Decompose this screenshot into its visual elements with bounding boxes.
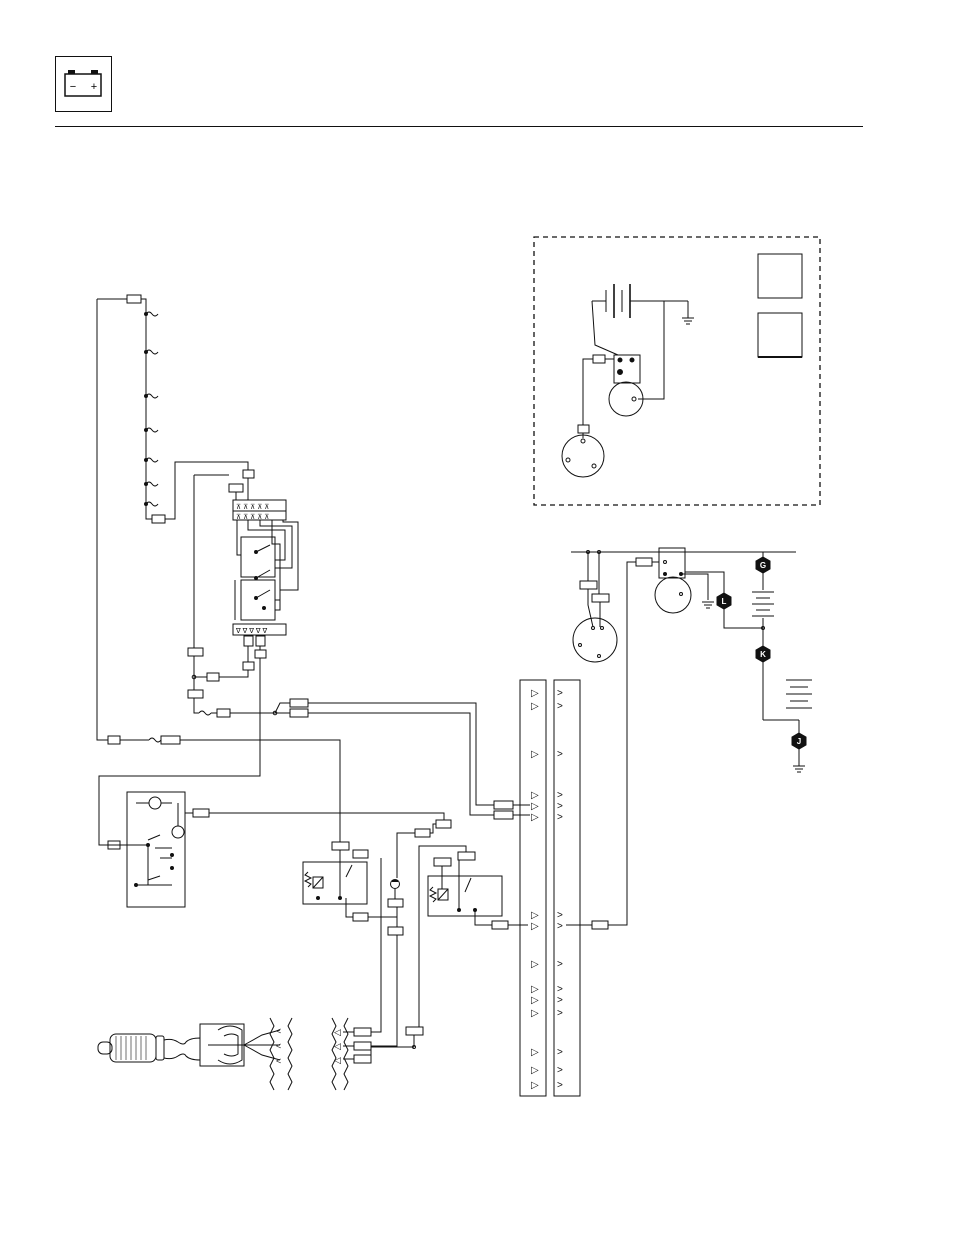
ground-icon bbox=[682, 318, 694, 324]
svg-text:⊼ ⊼ ⊼ ⊼ ⊼: ⊼ ⊼ ⊼ ⊼ ⊼ bbox=[236, 503, 269, 511]
svg-text:▷: ▷ bbox=[531, 812, 539, 823]
svg-text:▷: ▷ bbox=[531, 701, 539, 712]
connector-g-label: G bbox=[760, 561, 766, 570]
svg-text:◁: ◁ bbox=[334, 1055, 341, 1065]
ground-icon bbox=[793, 766, 805, 772]
svg-text:▷: ▷ bbox=[531, 984, 539, 995]
joystick-handle: < < < ◁ ◁ ◁ bbox=[98, 1018, 371, 1090]
svg-text:▷: ▷ bbox=[531, 995, 539, 1006]
connector-k-label: K bbox=[760, 650, 766, 659]
ignition-switch: ⊼ ⊼ ⊼ ⊼ ⊼ ⊼ ⊼ ⊼ ⊼ ⊼ ∇ ∇ ∇ ∇ ∇ bbox=[99, 475, 298, 845]
fuse-panel bbox=[97, 295, 254, 740]
svg-text:▷: ▷ bbox=[531, 790, 539, 801]
starting-system-inset bbox=[534, 237, 820, 505]
svg-text:◁: ◁ bbox=[334, 1027, 341, 1037]
relay-2 bbox=[371, 846, 528, 1059]
svg-text:▷: ▷ bbox=[531, 1008, 539, 1019]
relay-1 bbox=[303, 842, 397, 1032]
svg-text:▷: ▷ bbox=[531, 1065, 539, 1076]
svg-text:▷: ▷ bbox=[531, 1047, 539, 1058]
inset-battery-symbol bbox=[592, 284, 688, 318]
alternator bbox=[562, 435, 604, 477]
connector-j-label: J bbox=[797, 737, 801, 746]
svg-text:>: > bbox=[557, 1047, 563, 1058]
starter-motor bbox=[609, 382, 643, 416]
svg-text:>: > bbox=[557, 1065, 563, 1076]
svg-text:∇ ∇ ∇ ∇ ∇: ∇ ∇ ∇ ∇ ∇ bbox=[235, 627, 268, 635]
svg-text:▷: ▷ bbox=[531, 910, 539, 921]
alternator-2 bbox=[573, 618, 617, 662]
svg-text:>: > bbox=[557, 812, 563, 823]
battery-1-symbol bbox=[752, 592, 774, 616]
svg-text:▷: ▷ bbox=[531, 688, 539, 699]
connector-l-label: L bbox=[722, 597, 727, 606]
svg-text:▷: ▷ bbox=[531, 921, 539, 932]
svg-text:▷: ▷ bbox=[531, 959, 539, 970]
svg-text:>: > bbox=[557, 984, 563, 995]
svg-text:>: > bbox=[557, 995, 563, 1006]
svg-text:◁: ◁ bbox=[334, 1041, 341, 1051]
svg-text:>: > bbox=[557, 790, 563, 801]
multi-pin-connector: ▷ > ▷ > ▷ > ▷ > ▷ > ▷ > ▷ > ▷ > ▷ > ▷ > ▷ > ▷ > ▷ > ▷… bbox=[494, 562, 636, 1096]
svg-text:>: > bbox=[557, 959, 563, 970]
svg-text:▷: ▷ bbox=[531, 749, 539, 760]
starter-motor-2 bbox=[655, 577, 691, 613]
svg-text:▷: ▷ bbox=[531, 801, 539, 812]
svg-text:⊼ ⊼ ⊼ ⊼ ⊼: ⊼ ⊼ ⊼ ⊼ ⊼ bbox=[236, 513, 269, 521]
svg-text:>: > bbox=[557, 688, 563, 699]
svg-text:>: > bbox=[557, 801, 563, 812]
svg-text:>: > bbox=[557, 1008, 563, 1019]
svg-text:>: > bbox=[557, 1080, 563, 1091]
connector-k: K bbox=[756, 646, 770, 662]
svg-text:>: > bbox=[557, 749, 563, 760]
connector-l: L bbox=[717, 593, 731, 609]
fuse-stack bbox=[145, 312, 159, 506]
svg-text:<: < bbox=[276, 1056, 281, 1066]
svg-text:>: > bbox=[557, 921, 563, 932]
svg-text:<: < bbox=[276, 1041, 281, 1051]
svg-text:>: > bbox=[557, 701, 563, 712]
battery-bus bbox=[571, 548, 812, 772]
switch-panel bbox=[108, 792, 451, 907]
connector-j: J bbox=[792, 733, 806, 749]
svg-text:>: > bbox=[557, 910, 563, 921]
battery-2-symbol bbox=[786, 680, 812, 708]
connector-g: G bbox=[756, 557, 770, 573]
svg-text:<: < bbox=[276, 1026, 281, 1036]
indicator-lamp bbox=[371, 880, 403, 1047]
ground-icon bbox=[702, 602, 714, 608]
svg-text:▷: ▷ bbox=[531, 1080, 539, 1091]
